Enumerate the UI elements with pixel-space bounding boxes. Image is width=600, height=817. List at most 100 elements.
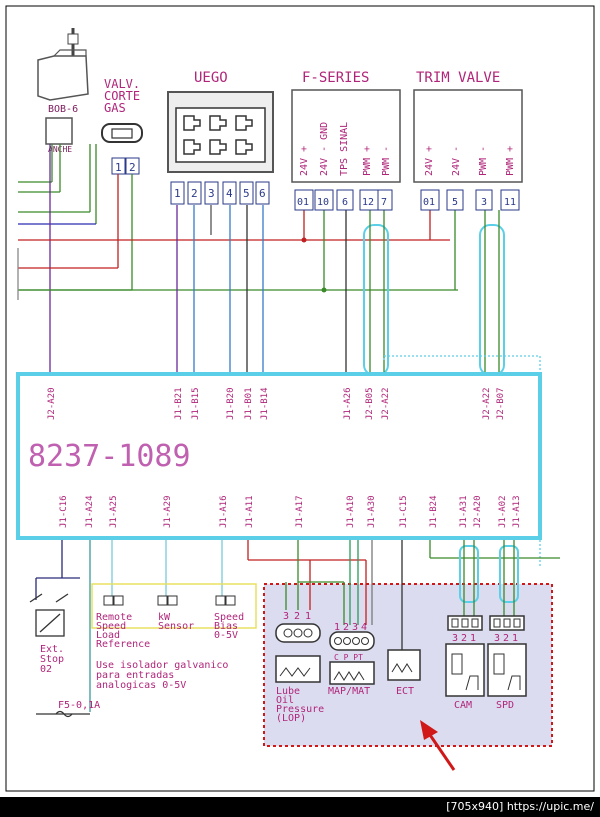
cam-pin: 1: [470, 633, 476, 644]
lop-pin: 1: [305, 611, 311, 622]
input-remote-line-4: Reference: [96, 639, 150, 650]
ecu-top-pins: J2-A20 J1-B21 J1-B15 J1-B20 J1-B01 J1-B1…: [47, 387, 506, 420]
ecu-top-pin: J1-B21: [174, 387, 184, 420]
uego-title: UEGO: [194, 70, 228, 86]
lop-line-3: Pressure: [276, 704, 324, 715]
spd-sensor: 3 2 1 SPD: [487, 615, 527, 711]
cam-pin: 3: [452, 633, 458, 644]
ecu-top-pin: J1-B20: [226, 387, 236, 420]
ecu-bottom-pin: J1-A11: [245, 495, 255, 528]
input-bias-line-3: 0-5V: [214, 630, 238, 641]
trim-signal-1: 24V +: [424, 146, 435, 176]
ecu-bottom-pin: J1-A17: [295, 495, 305, 528]
ecu-label: 8237-1089: [28, 439, 191, 474]
input-note-line-1: Use isolador galvanico: [96, 660, 228, 671]
fseries-pins: 01 10 6 12 7: [294, 189, 393, 211]
coil-bob6: BOB-6 ANCHE: [37, 28, 89, 154]
input-remote-line-1: Remote: [96, 612, 132, 623]
lop-line-4: (LOP): [276, 713, 306, 724]
map-pin: 1: [334, 622, 340, 633]
uego-pins: 1 2 3 4 5 6: [170, 181, 270, 205]
fuse-label: F5-0,1A: [58, 700, 100, 711]
map-label: MAP/MAT: [328, 686, 370, 697]
lop-line-2: Oil: [276, 695, 294, 706]
fseries-signal-1: 24V +: [299, 146, 310, 176]
trim-pin-1: 01: [423, 197, 435, 208]
ecu-bottom-pin: J1-A13: [512, 495, 522, 528]
ecu-bottom-pin: J1-A10: [346, 495, 356, 528]
ecu-bottom-pin: J1-C15: [399, 495, 409, 528]
ecu-bottom-pin: J1-B24: [429, 495, 439, 528]
uego-pin-3: 3: [208, 187, 215, 200]
gas-valve: VALV. CORTE GAS 1 2: [101, 77, 143, 175]
fseries-pin-4: 12: [362, 197, 374, 208]
ext-stop-line-1: Ext.: [40, 644, 64, 655]
ect-label: ECT: [396, 686, 414, 697]
image-host-footer: [705x940] https://upic.me/: [0, 797, 600, 817]
input-remote-line-3: Load: [96, 630, 120, 641]
ect-sensor: ECT: [387, 649, 421, 697]
top-wires: [17, 144, 541, 566]
spd-pin: 2: [503, 633, 509, 644]
spd-label: SPD: [496, 700, 514, 711]
ext-stop-line-3: 02: [40, 664, 52, 675]
bottom-wires: [61, 540, 560, 712]
ecu-bottom-pin: J1-A16: [219, 495, 229, 528]
input-kw-line-1: kW: [158, 612, 171, 623]
input-bias-line-1: Speed: [214, 612, 244, 623]
uego-pin-6: 6: [259, 187, 266, 200]
ecu-top-pin: J1-B01: [244, 387, 254, 420]
input-remote-line-2: Speed: [96, 621, 126, 632]
ecu-bottom-pin: J1-C16: [59, 495, 69, 528]
ecu-block: 8237-1089: [16, 372, 542, 540]
map-sensor: 1 2 3 4 C P PT MAP/MAT: [328, 622, 375, 697]
trim-signal-2: 24V -: [451, 146, 462, 176]
ecu-bottom-pin: J2-A20: [473, 495, 483, 528]
trim-title: TRIM VALVE: [416, 70, 500, 86]
ecu-bottom-pin: J1-A30: [367, 495, 377, 528]
fseries-signal-3: TPS SINAL: [339, 122, 350, 176]
fseries-signal-4: PWM +: [362, 146, 373, 176]
spd-pin: 1: [512, 633, 518, 644]
ecu-bottom-pin: J1-A24: [85, 495, 95, 528]
fseries-pin-3: 6: [342, 197, 348, 208]
trim-valve-connector: TRIM VALVE 24V + 24V - PWM - PWM +: [413, 70, 523, 183]
trim-signal-3: PWM -: [478, 146, 489, 176]
valve-line-1: VALV.: [104, 77, 140, 91]
lop-line-1: Lube: [276, 686, 300, 697]
input-note-line-3: analogicas 0-5V: [96, 680, 186, 691]
valve-pin-1: 1: [115, 161, 122, 174]
trim-pin-3: 3: [481, 197, 487, 208]
map-pin: 2: [343, 622, 349, 633]
ecu-bottom-pin: J1-A25: [109, 495, 119, 528]
trim-pin-4: 11: [504, 197, 516, 208]
ecu-top-pin: J1-A26: [343, 387, 353, 420]
analog-inputs: Remote Speed Load Reference kW Sensor Sp…: [91, 583, 257, 691]
cam-sensor: 3 2 1 CAM: [445, 615, 485, 711]
uego-pin-1: 1: [174, 187, 181, 200]
map-pin: 4: [361, 622, 367, 633]
fseries-pin-5: 7: [381, 197, 387, 208]
coil-label: BOB-6: [48, 104, 78, 115]
uego-pin-2: 2: [191, 187, 198, 200]
fseries-signal-5: PWM -: [381, 146, 392, 176]
map-sub: C P PT: [334, 653, 363, 662]
fuse: F5-0,1A: [36, 700, 100, 718]
input-note-line-2: para entradas: [96, 670, 174, 681]
uego-pin-5: 5: [243, 187, 250, 200]
ecu-top-pin: J2-A22: [482, 387, 492, 420]
input-bias-line-2: Bias: [214, 621, 238, 632]
ecu-top-pin: J2-A20: [47, 387, 57, 420]
footer-text: [705x940] https://upic.me/: [446, 800, 594, 813]
ecu-top-pin: J2-B05: [365, 387, 375, 420]
pointer-arrow: [420, 720, 456, 771]
trim-pins: 01 5 3 11: [420, 189, 520, 211]
lop-pin: 2: [294, 611, 300, 622]
ecu-bottom-pin: J1-A29: [163, 495, 173, 528]
ecu-top-pin: J1-B14: [260, 387, 270, 420]
ext-stop-switch: Ext. Stop 02: [29, 577, 80, 675]
cam-pin: 2: [461, 633, 467, 644]
valve-line-2: CORTE: [104, 89, 140, 103]
ext-stop-line-2: Stop: [40, 654, 64, 665]
